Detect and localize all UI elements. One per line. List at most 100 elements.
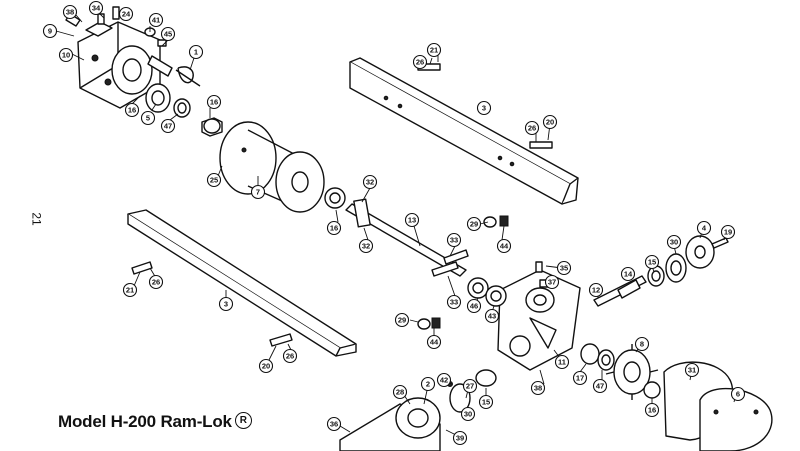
- callout-c36: 36: [326, 416, 342, 432]
- callout-c15b: 15: [478, 394, 494, 410]
- page-number: 21: [29, 212, 44, 226]
- callout-c16a: 16: [124, 102, 140, 118]
- callout-c2: 2: [420, 376, 436, 392]
- callout-label: 42: [440, 376, 448, 385]
- callout-label: 15: [482, 398, 490, 407]
- callout-c21b: 21: [122, 282, 138, 298]
- spacer-17-washer-47: [580, 343, 615, 371]
- callout-c10: 10: [58, 47, 74, 63]
- callout-c16c: 16: [326, 220, 342, 236]
- callout-c32a: 32: [362, 174, 378, 190]
- gear-stud-45: [147, 55, 173, 77]
- callout-c20a: 20: [542, 114, 558, 130]
- callout-c44a: 44: [496, 238, 512, 254]
- callout-c35: 35: [556, 260, 572, 276]
- channel-rail-3-upper: [349, 57, 579, 205]
- callout-label: 25: [210, 176, 218, 185]
- callout-c11: 11: [554, 354, 570, 370]
- callout-label: 20: [262, 362, 270, 371]
- cover-plate-6: [699, 387, 773, 451]
- callout-c30b: 30: [460, 406, 476, 422]
- callout-c46: 46: [466, 298, 482, 314]
- callout-label: 15: [648, 258, 656, 267]
- callout-c16b: 16: [206, 94, 222, 110]
- callout-c38b: 38: [530, 380, 546, 396]
- callout-label: 36: [330, 420, 338, 429]
- bushing-16a: [201, 117, 223, 137]
- bushing-16d: [643, 381, 661, 399]
- callout-label: 16: [128, 106, 136, 115]
- callout-c9: 9: [42, 23, 58, 39]
- callout-c30a: 30: [666, 234, 682, 250]
- gear-housing-10: [77, 21, 161, 109]
- callout-c27: 27: [462, 378, 478, 394]
- callout-label: 21: [126, 286, 134, 295]
- callout-label: 26: [528, 124, 536, 133]
- callout-c26a: 26: [412, 54, 428, 70]
- worm-gear-8: [605, 344, 659, 400]
- callout-label: 4: [702, 224, 707, 233]
- callout-c33a: 33: [446, 232, 462, 248]
- callout-c29a: 29: [466, 216, 482, 232]
- callout-label: 20: [546, 118, 554, 127]
- callout-c34: 34: [88, 0, 104, 16]
- callout-c29b: 29: [394, 312, 410, 328]
- callout-c15a: 15: [644, 254, 660, 270]
- washer-47a: [173, 98, 191, 118]
- callout-label: 8: [640, 340, 644, 349]
- callout-c5: 5: [140, 110, 156, 126]
- callout-label: 14: [624, 270, 633, 279]
- callout-c8: 8: [634, 336, 650, 352]
- callout-label: 3: [224, 300, 228, 309]
- callout-label: 12: [592, 286, 600, 295]
- gear-case-11: [497, 269, 581, 371]
- cable-drum-7: [219, 121, 325, 213]
- callout-label: 9: [48, 27, 52, 36]
- end-cap-4: [685, 235, 715, 269]
- callout-c26d: 26: [282, 348, 298, 364]
- callout-c20b: 20: [258, 358, 274, 374]
- callout-label: 13: [408, 216, 416, 225]
- callout-label: 24: [122, 10, 131, 19]
- callout-label: 28: [396, 388, 404, 397]
- motor-assembly-bottom: [339, 369, 497, 451]
- callout-label: 32: [366, 178, 374, 187]
- callout-label: 44: [500, 242, 509, 251]
- callout-label: 47: [596, 382, 604, 391]
- callout-c38: 38: [62, 4, 78, 20]
- callout-c28: 28: [392, 384, 408, 400]
- callout-label: 30: [670, 238, 678, 247]
- callout-label: 27: [466, 382, 474, 391]
- callout-label: 33: [450, 298, 458, 307]
- channel-rail-3-lower: [127, 209, 357, 357]
- callout-label: 5: [146, 114, 150, 123]
- callout-label: 29: [470, 220, 478, 229]
- callout-c14: 14: [620, 266, 636, 282]
- callout-c47a: 47: [160, 118, 176, 134]
- callout-label: 6: [736, 390, 740, 399]
- bearing-5: [145, 83, 171, 113]
- callout-label: 39: [456, 434, 464, 443]
- callout-c3b: 3: [218, 296, 234, 312]
- callout-c31: 31: [684, 362, 700, 378]
- clutch-lever-1: [175, 66, 201, 87]
- callout-label: 1: [194, 48, 198, 57]
- callout-c43: 43: [484, 308, 500, 324]
- callout-label: 16: [648, 406, 656, 415]
- callout-label: 17: [576, 374, 584, 383]
- callout-c13: 13: [404, 212, 420, 228]
- callout-c26c: 26: [148, 274, 164, 290]
- callout-c4: 4: [696, 220, 712, 236]
- callout-c3a: 3: [476, 100, 492, 116]
- callout-label: 29: [398, 316, 406, 325]
- callout-c21a: 21: [426, 42, 442, 58]
- callout-c16d: 16: [644, 402, 660, 418]
- callout-label: 41: [152, 16, 160, 25]
- callout-label: 3: [482, 104, 486, 113]
- screw-19: [711, 237, 729, 249]
- callout-label: 44: [430, 338, 439, 347]
- callout-label: 19: [724, 228, 732, 237]
- callout-label: 32: [362, 242, 370, 251]
- callout-label: 33: [450, 236, 458, 245]
- callout-c45: 45: [160, 26, 176, 42]
